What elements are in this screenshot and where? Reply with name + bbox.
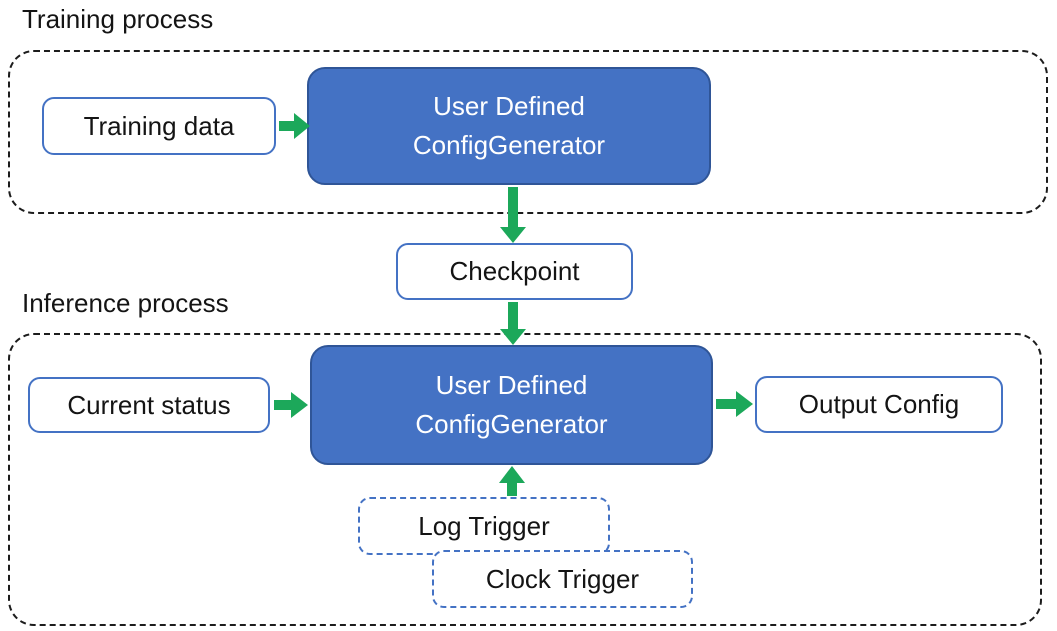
- node-current-status: Current status: [28, 377, 270, 433]
- training-process-label: Training process: [22, 4, 214, 34]
- node-checkpoint: Checkpoint: [396, 243, 633, 300]
- training-process-container: [8, 50, 1048, 214]
- node-clock-trigger: Clock Trigger: [432, 550, 693, 608]
- node-log-trigger: Log Trigger: [358, 497, 610, 555]
- node-inference-config-generator: User Defined ConfigGenerator: [310, 345, 713, 465]
- node-output-config: Output Config: [755, 376, 1003, 433]
- inference-process-label: Inference process: [22, 288, 229, 318]
- node-training-config-generator: User Defined ConfigGenerator: [307, 67, 711, 185]
- node-training-data: Training data: [42, 97, 276, 155]
